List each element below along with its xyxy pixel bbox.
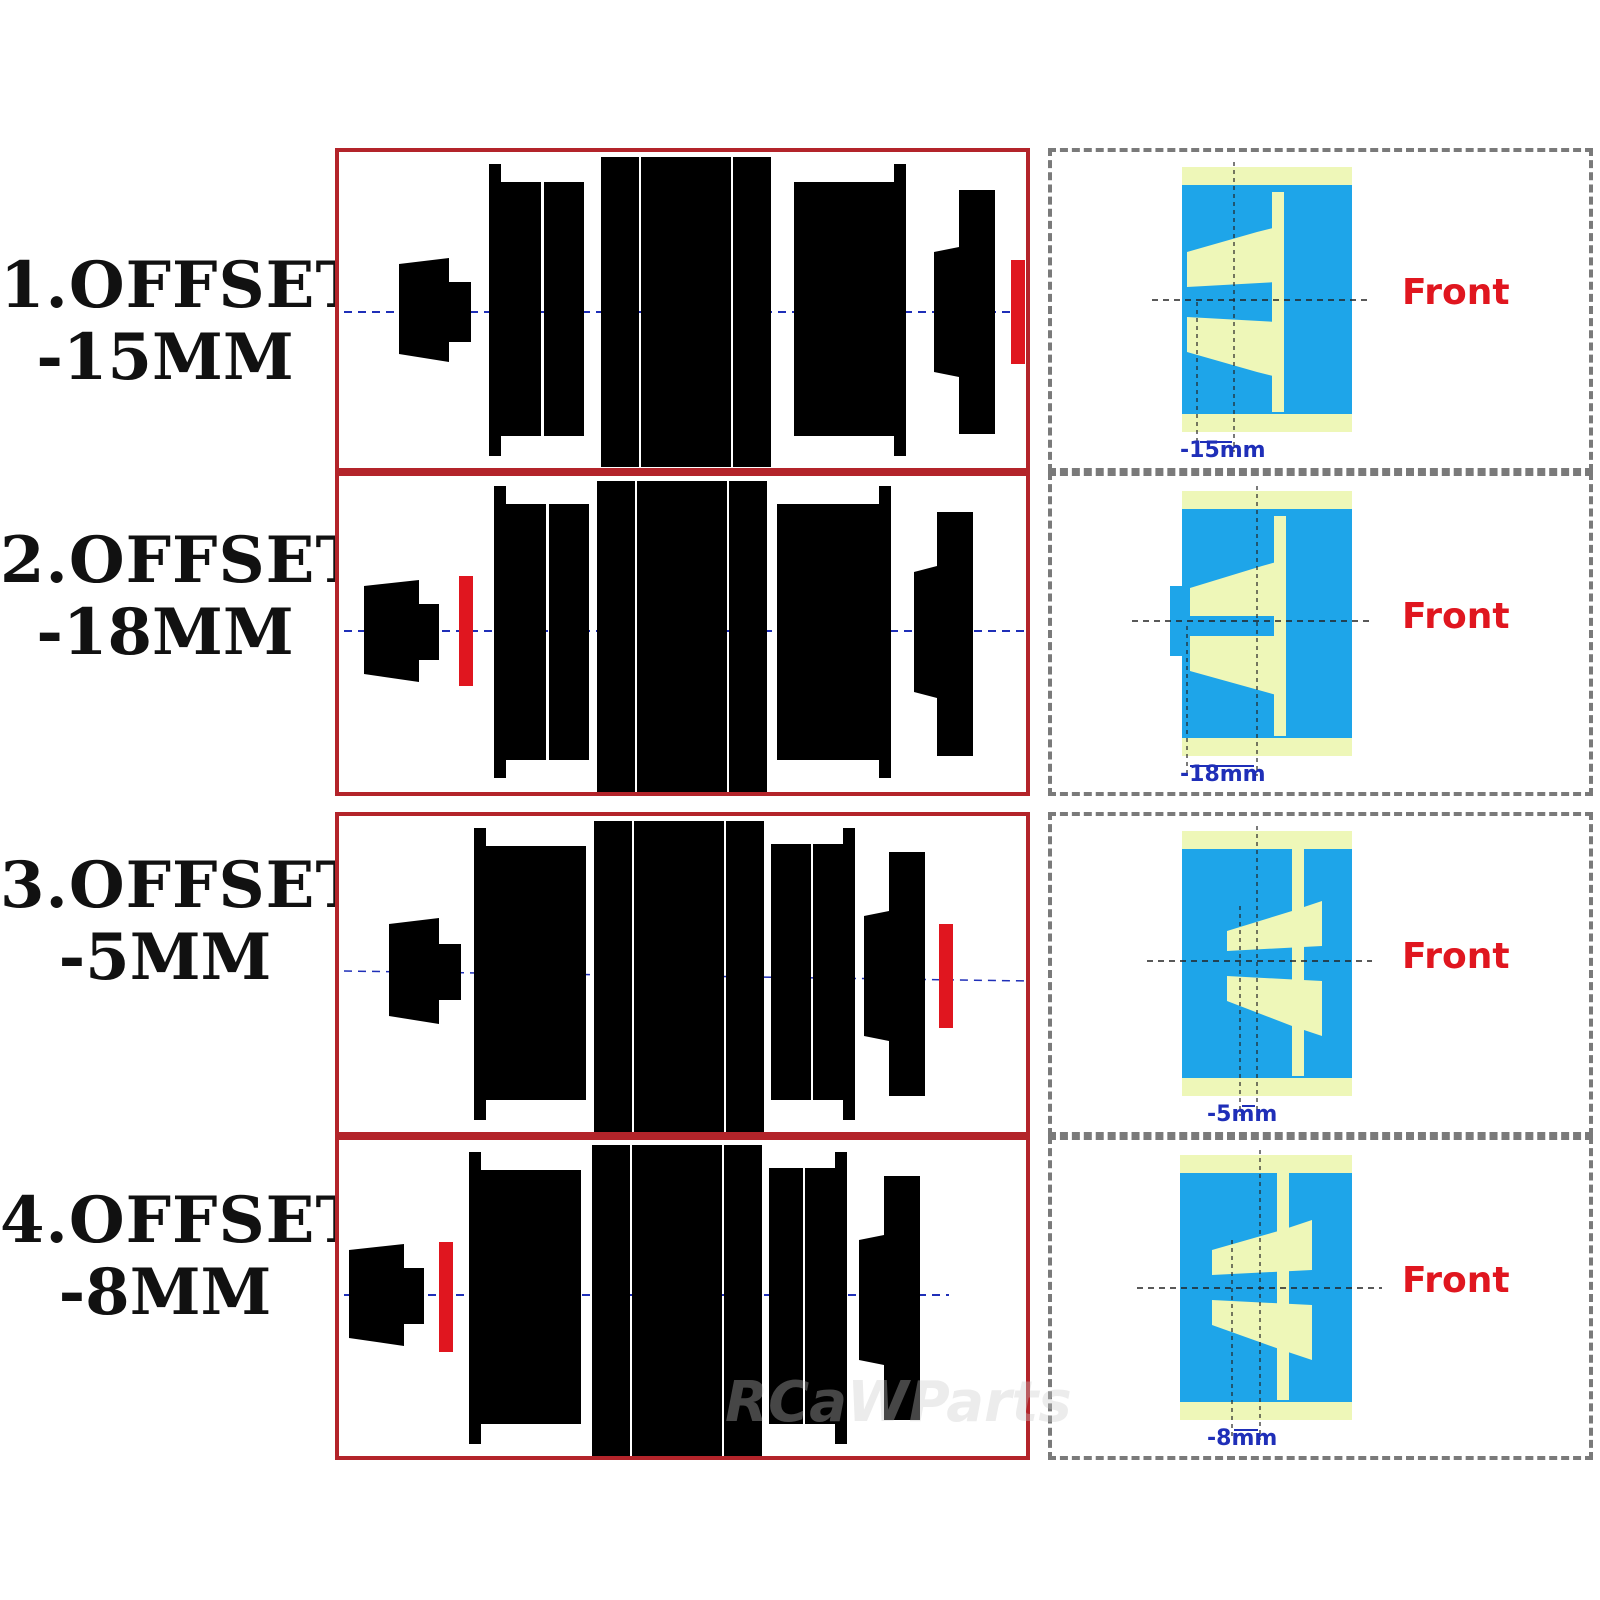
offset-mm-2: -18mm — [1180, 762, 1266, 787]
offset-value-1: -15MM — [36, 320, 294, 395]
exploded-view-1 — [335, 148, 1030, 472]
exploded-parts-2 — [344, 481, 1026, 792]
wheel-section-4: Front -8mm — [1048, 1136, 1593, 1460]
exploded-parts-1 — [344, 157, 1026, 467]
offset-label-3: 3.OFFSET: -5MM — [0, 848, 387, 995]
front-label-3: Front — [1402, 936, 1510, 977]
offset-title-1: 1.OFFSET: — [0, 248, 387, 323]
offset-title-2: 2.OFFSET: — [0, 523, 387, 598]
exploded-view-4 — [335, 1136, 1030, 1460]
exploded-parts-3 — [343, 821, 1026, 1132]
exploded-view-3 — [335, 812, 1030, 1136]
offset-mm-1: -15mm — [1180, 438, 1266, 463]
offset-mm-3: -5mm — [1207, 1102, 1278, 1127]
offset-value-2: -18MM — [36, 595, 294, 670]
watermark-text: RCaWParts — [725, 1370, 1072, 1435]
wheel-diagram-1 — [1152, 162, 1372, 452]
front-label-1: Front — [1402, 272, 1510, 313]
offset-label-4: 4.OFFSET: -8MM — [0, 1183, 387, 1330]
offset-title-4: 4.OFFSET: — [0, 1183, 387, 1258]
exploded-view-2 — [335, 472, 1030, 796]
offset-value-3: -5MM — [58, 920, 272, 995]
wheel-section-1: Front -15mm — [1048, 148, 1593, 472]
offset-value-4: -8MM — [58, 1255, 272, 1330]
front-label-4: Front — [1402, 1260, 1510, 1301]
exploded-parts-4 — [344, 1145, 949, 1456]
offset-label-2: 2.OFFSET: -18MM — [0, 523, 387, 670]
front-label-2: Front — [1402, 596, 1510, 637]
offset-title-3: 3.OFFSET: — [0, 848, 387, 923]
wheel-diagram-4 — [1137, 1150, 1382, 1440]
wheel-diagram-3 — [1147, 826, 1372, 1116]
wheel-section-3: Front -5mm — [1048, 812, 1593, 1136]
offset-mm-4: -8mm — [1207, 1426, 1278, 1451]
wheel-section-2: Front -18mm — [1048, 472, 1593, 796]
offset-label-1: 1.OFFSET: -15MM — [0, 248, 387, 395]
wheel-diagram-2 — [1132, 486, 1372, 776]
